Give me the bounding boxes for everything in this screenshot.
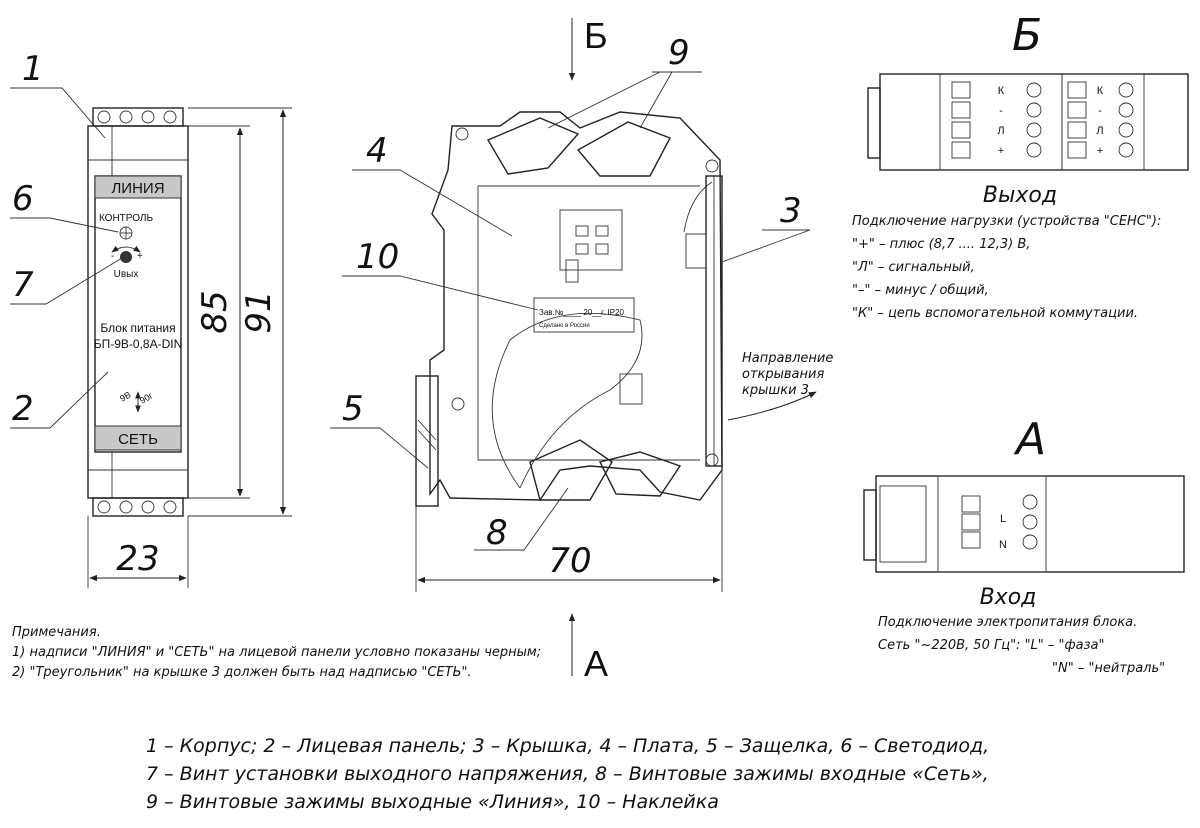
out-term-l-2: Л: [1096, 125, 1103, 137]
input-line-1: Подключение электропитания блока.: [878, 615, 1137, 630]
view-a-title: А: [1013, 414, 1046, 465]
callout-3: 3: [780, 191, 802, 231]
panel-title-2: БП-9В-0,8А-DIN: [94, 337, 183, 351]
out-term-k-1: К: [998, 85, 1005, 97]
svg-text:9В: 9В: [118, 390, 133, 404]
label-uout: Uвых: [114, 269, 139, 280]
output-title: Выход: [983, 183, 1057, 208]
in-term-l: L: [1000, 513, 1006, 525]
callout-5: 5: [342, 389, 364, 429]
output-terminal-block: [486, 117, 580, 175]
svg-text:90г: 90г: [138, 390, 155, 406]
panel-title-1: Блок питания: [100, 321, 175, 335]
in-term-n: N: [999, 539, 1007, 551]
sticker-arrow-icon: 9В 90г: [118, 390, 155, 413]
bottom-terminals: [92, 497, 184, 517]
out-term-minus-1: -: [999, 105, 1003, 117]
out-term-k-2: К: [1097, 85, 1104, 97]
band-line: [94, 175, 182, 199]
out-term-minus-2: -: [1098, 105, 1102, 117]
input-title: Вход: [980, 585, 1037, 610]
front-dimensions: 85 91 23: [87, 107, 292, 588]
side-callouts: 9 4 3 10 5 8 Направление открывания крыш…: [330, 33, 833, 553]
band-net: [94, 425, 182, 451]
callout-1: 1: [22, 49, 44, 89]
legend-line-1: 1 – Корпус; 2 – Лицевая панель; 3 – Крыш…: [146, 735, 989, 757]
svg-text:-: -: [111, 251, 114, 262]
view-arrows: Б А: [568, 15, 608, 684]
sticker-origin: Сделано в России: [539, 323, 590, 329]
input-terminal-view: L N: [863, 475, 1185, 573]
arrow-letter-b: Б: [584, 15, 608, 56]
output-line-2: "+" – плюс (8,7 .... 12,3) В,: [852, 237, 1030, 252]
input-terminal-block: [529, 439, 613, 501]
out-term-plus-1: +: [998, 145, 1004, 157]
view-b-title: Б: [1012, 10, 1042, 61]
arrow-letter-a: А: [584, 643, 608, 684]
led-icon: [119, 226, 133, 240]
front-callouts: 1 6 7 2: [10, 49, 123, 429]
callout-9: 9: [668, 33, 690, 73]
notes-line-2: 2) "Треугольник" на крышке 3 должен быть…: [12, 665, 472, 680]
svg-text:+: +: [137, 251, 143, 262]
callout-10: 10: [356, 237, 399, 277]
label-control: КОНТРОЛЬ: [99, 213, 154, 224]
dim-91: 91: [239, 290, 279, 333]
callout-6: 6: [12, 179, 34, 219]
direction-note-2: открывания: [742, 367, 824, 382]
dim-70: 70: [548, 541, 591, 581]
dim-85: 85: [195, 290, 235, 333]
legend-line-3: 9 – Винтовые зажимы выходные «Линия», 10…: [146, 791, 719, 813]
output-line-4: "–" – минус / общий,: [852, 283, 989, 298]
direction-note-3: крышки 3: [742, 383, 809, 398]
board-4: [559, 209, 623, 271]
side-view: Зав.№____ 20__г. IP20 Сделано в России: [415, 111, 723, 507]
out-term-plus-2: +: [1097, 145, 1103, 157]
output-line-5: "К" – цепь вспомогательной коммутации.: [852, 306, 1138, 321]
legend-line-2: 7 – Винт установки выходного напряжения,…: [146, 763, 989, 785]
output-line-3: "Л" – сигнальный,: [852, 260, 975, 275]
notes-line-1: 1) надписи "ЛИНИЯ" и "СЕТЬ" на лицевой п…: [12, 645, 541, 660]
callout-2: 2: [12, 389, 34, 429]
out-term-l-1: Л: [997, 125, 1004, 137]
label-liniya: ЛИНИЯ: [111, 180, 164, 197]
latch-5: [415, 375, 439, 507]
output-line-1: Подключение нагрузки (устройства "СЕНС")…: [852, 214, 1161, 229]
front-view: ЛИНИЯ СЕТЬ КОНТРОЛЬ - + Uвых Блок питани…: [87, 107, 189, 517]
callout-8: 8: [486, 513, 508, 553]
dim-23: 23: [116, 539, 159, 579]
top-terminals: [92, 107, 184, 127]
input-line-2: Сеть "~220В, 50 Гц": "L" – "фаза": [878, 638, 1104, 653]
adjust-screw-icon: - +: [111, 245, 143, 263]
direction-note-1: Направление: [742, 351, 833, 366]
label-set: СЕТЬ: [118, 431, 158, 448]
sticker-serial: Зав.№____ 20__г. IP20: [539, 308, 625, 317]
notes-title: Примечания.: [12, 625, 101, 640]
input-line-3: "N" – "нейтраль": [1052, 661, 1165, 676]
side-dimensions: 70: [415, 470, 723, 592]
output-terminal-view: К - Л + К - Л +: [867, 73, 1189, 171]
callout-7: 7: [12, 265, 34, 305]
callout-4: 4: [366, 131, 388, 171]
sticker-10: [533, 297, 635, 333]
